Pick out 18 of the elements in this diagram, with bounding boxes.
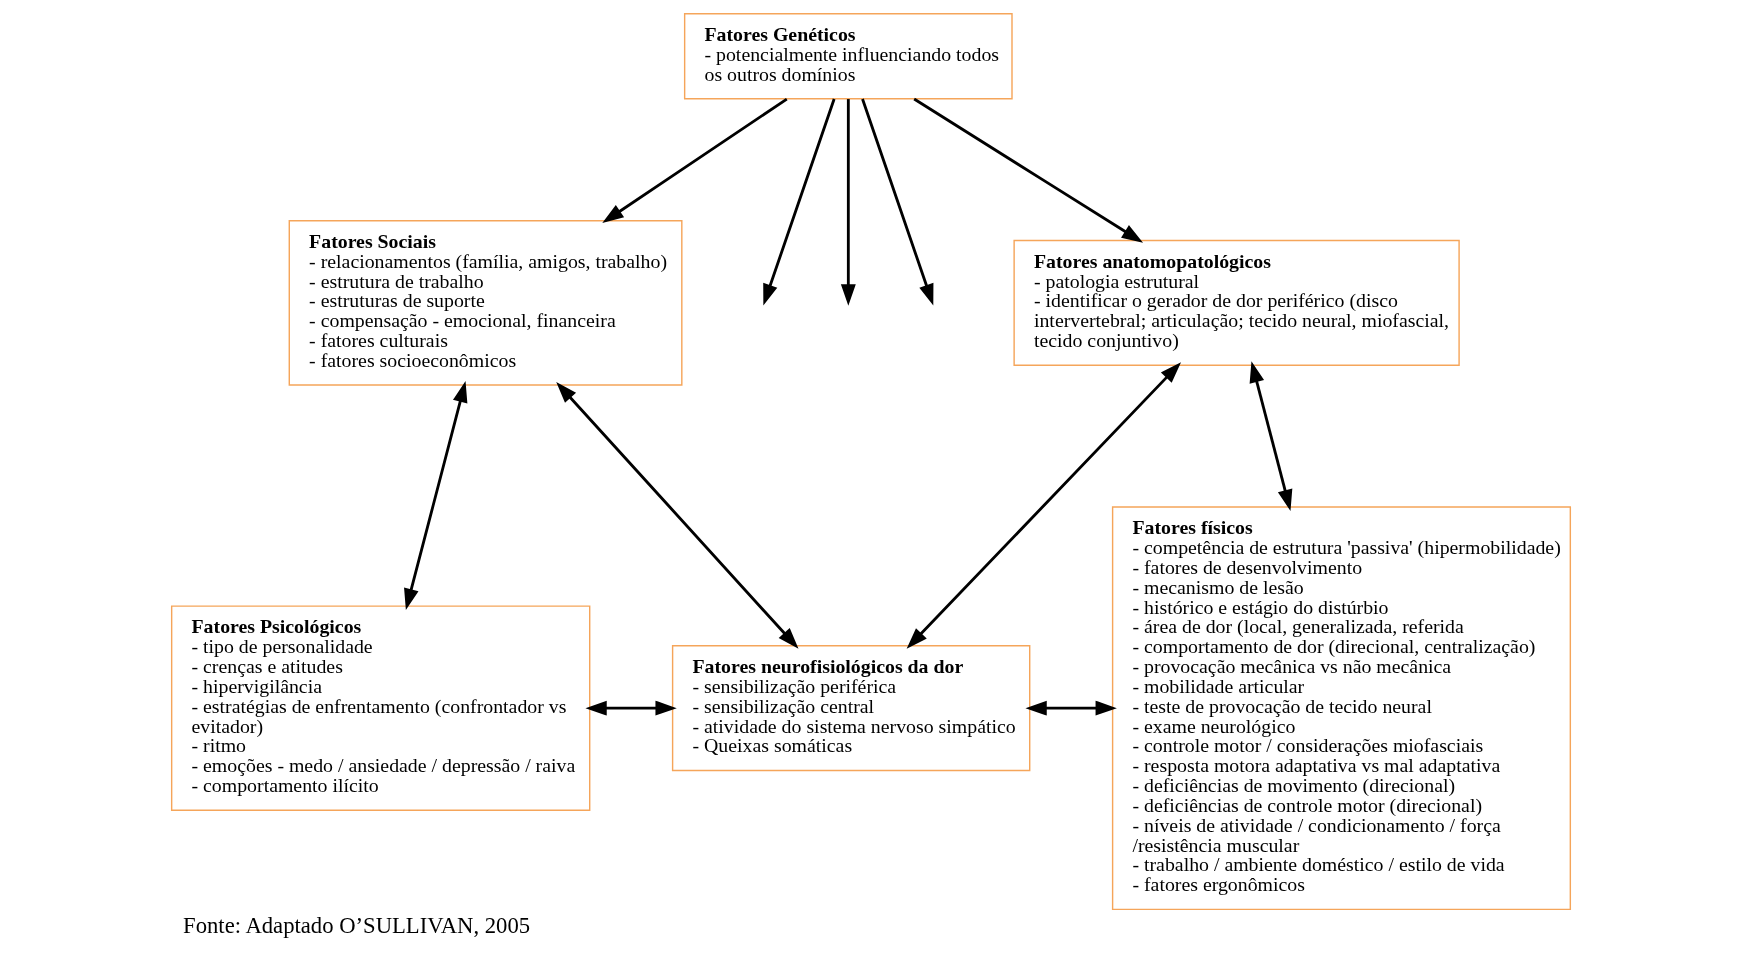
- arrow: [840, 99, 856, 306]
- arrow: [763, 98, 836, 306]
- arrow: [556, 382, 799, 649]
- arrow: [1025, 700, 1117, 716]
- arrow: [1249, 361, 1293, 512]
- caption: Fonte: Adaptado O’SULLIVAN, 2005: [183, 913, 531, 939]
- arrow: [585, 700, 677, 716]
- arrow: [861, 98, 934, 306]
- node-box: Fatores Psicológicos - tipo de personalidade - crenças e atitudes - hipervigilância - estratégias de enfrentamento (confrontador vs evitador) - ritmo - emoções - medo / ansiedade / depressão / raiva - comportamento ilícito: [170, 605, 591, 811]
- node-box: Fatores Genéticos - potencialmente influenciando todos os outros domínios: [683, 13, 1013, 100]
- arrow: [913, 97, 1144, 243]
- node-box: Fatores anatomopatológicos - patologia estrutural - identificar o gerador de dor periférico (disco intervertebral; articulação; tecido neural, miofascial, tecido conjuntivo): [1013, 239, 1460, 366]
- arrow: [404, 381, 468, 611]
- node-box: Fatores Sociais - relacionamentos (família, amigos, trabalho) - estrutura de trabalho - estruturas de suporte - compensação - emocional, financeira - fatores culturais - fatores socioeconômicos: [288, 219, 683, 386]
- arrow: [602, 97, 788, 224]
- node-box: Fatores físicos - competência de estrutura 'passiva' (hipermobilidade) - fatores de desenvolvimento - mecanismo de lesão - histórico e estágio do distúrbio - área de dor (local, generalizada, referida - comportamento de dor (direcional, centralização) - provocação mecânica vs não mecânica - mobilidade articular - teste de provocação de tecido neural - exame neurológico - controle motor / considerações miofasciais - resposta motora adaptativa vs mal adaptativa - deficiências de movimento (direcional) - deficiências de controle motor (direcional) - níveis de atividade / condicionamento / força /resistência muscular - trabalho / ambiente doméstico / estilo de vida - fatores ergonômicos: [1111, 506, 1572, 911]
- arrow: [906, 362, 1182, 649]
- node-box: Fatores neurofisiológicos da dor - sensibilização periférica - sensibilização central - atividade do sistema nervoso simpático - Queixas somáticas: [671, 645, 1031, 772]
